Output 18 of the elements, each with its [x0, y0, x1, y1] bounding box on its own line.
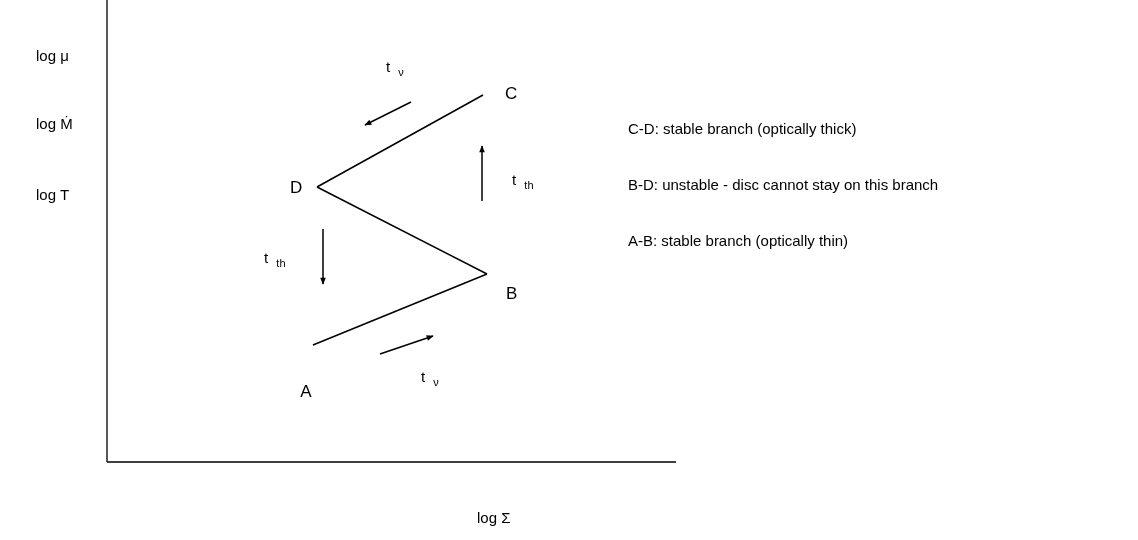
- point-label: D: [290, 178, 303, 196]
- axis-label: log Σ: [477, 510, 511, 527]
- timescale-label: t $_{ν}$: [386, 59, 404, 79]
- branch-note: B-D: unstable - disc cannot stay on this branch: [628, 177, 939, 194]
- axis-label: log Ṁ: [36, 116, 73, 133]
- branch-note: A-B: stable branch (optically thin): [628, 233, 849, 250]
- axis-label: log μ: [36, 48, 69, 65]
- branch-note: C-D: stable branch (optically thick): [628, 121, 857, 138]
- curve-branch: [312, 273, 488, 346]
- point-label: C: [505, 84, 518, 102]
- timescale-label: t $_{th}$: [512, 172, 534, 192]
- curve-branch: [316, 186, 488, 275]
- axis-label: log T: [36, 187, 70, 204]
- timescale-label: t $_{ν}$: [421, 369, 439, 389]
- curve-branch: [316, 94, 484, 188]
- timescale-label: t $_{th}$: [264, 250, 286, 270]
- point-label: B: [506, 285, 518, 302]
- point-label: A: [300, 383, 312, 400]
